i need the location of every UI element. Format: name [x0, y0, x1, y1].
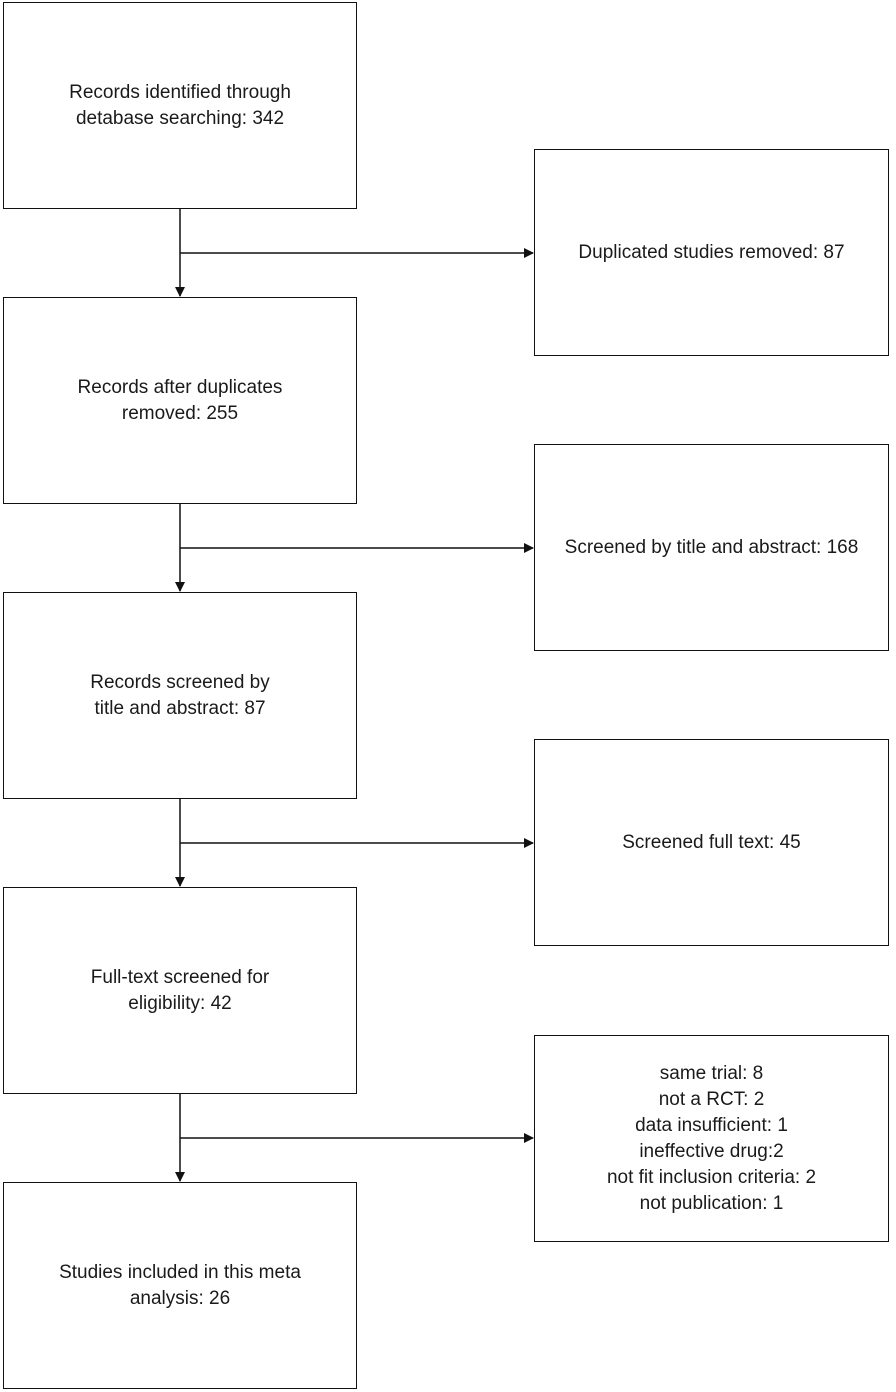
- box-text: Records identified through detabase sear…: [69, 81, 291, 129]
- reason-ineffective-drug: ineffective drug:2: [639, 1140, 784, 1162]
- box-text: Screened full text: 45: [622, 831, 801, 853]
- box-studies-included: Studies included in this meta analysis: …: [3, 1182, 357, 1389]
- box-excluded-title-abstract: Screened by title and abstract: 168: [534, 444, 889, 651]
- reason-not-publication: not publication: 1: [639, 1192, 784, 1214]
- box-text: Records after duplicates removed: 255: [77, 376, 283, 424]
- reason-data-insufficient: data insufficient: 1: [635, 1114, 788, 1136]
- box-text: Screened by title and abstract: 168: [564, 536, 859, 558]
- box-excluded-full-text: Screened full text: 45: [534, 739, 889, 946]
- box-text: Duplicated studies removed: 87: [578, 241, 845, 263]
- box-text: Full-text screened for eligibility: 42: [90, 966, 270, 1014]
- reason-not-fit-criteria: not fit inclusion criteria: 2: [606, 1166, 817, 1188]
- reason-not-rct: not a RCT: 2: [658, 1088, 765, 1110]
- box-fulltext-eligibility: Full-text screened for eligibility: 42: [3, 887, 357, 1094]
- box-exclusion-reasons: same trial: 8 not a RCT: 2 data insuffic…: [534, 1035, 889, 1242]
- box-duplicates-removed: Duplicated studies removed: 87: [534, 149, 889, 356]
- box-records-after-duplicates: Records after duplicates removed: 255: [3, 297, 357, 504]
- box-text: Records screened by title and abstract: …: [90, 671, 270, 719]
- box-text: same trial: 8 not a RCT: 2 data insuffic…: [601, 1061, 822, 1217]
- box-records-screened-title-abstract: Records screened by title and abstract: …: [3, 592, 357, 799]
- reason-same-trial: same trial: 8: [659, 1062, 764, 1084]
- box-text: Studies included in this meta analysis: …: [59, 1261, 301, 1309]
- box-records-identified: Records identified through detabase sear…: [3, 2, 357, 209]
